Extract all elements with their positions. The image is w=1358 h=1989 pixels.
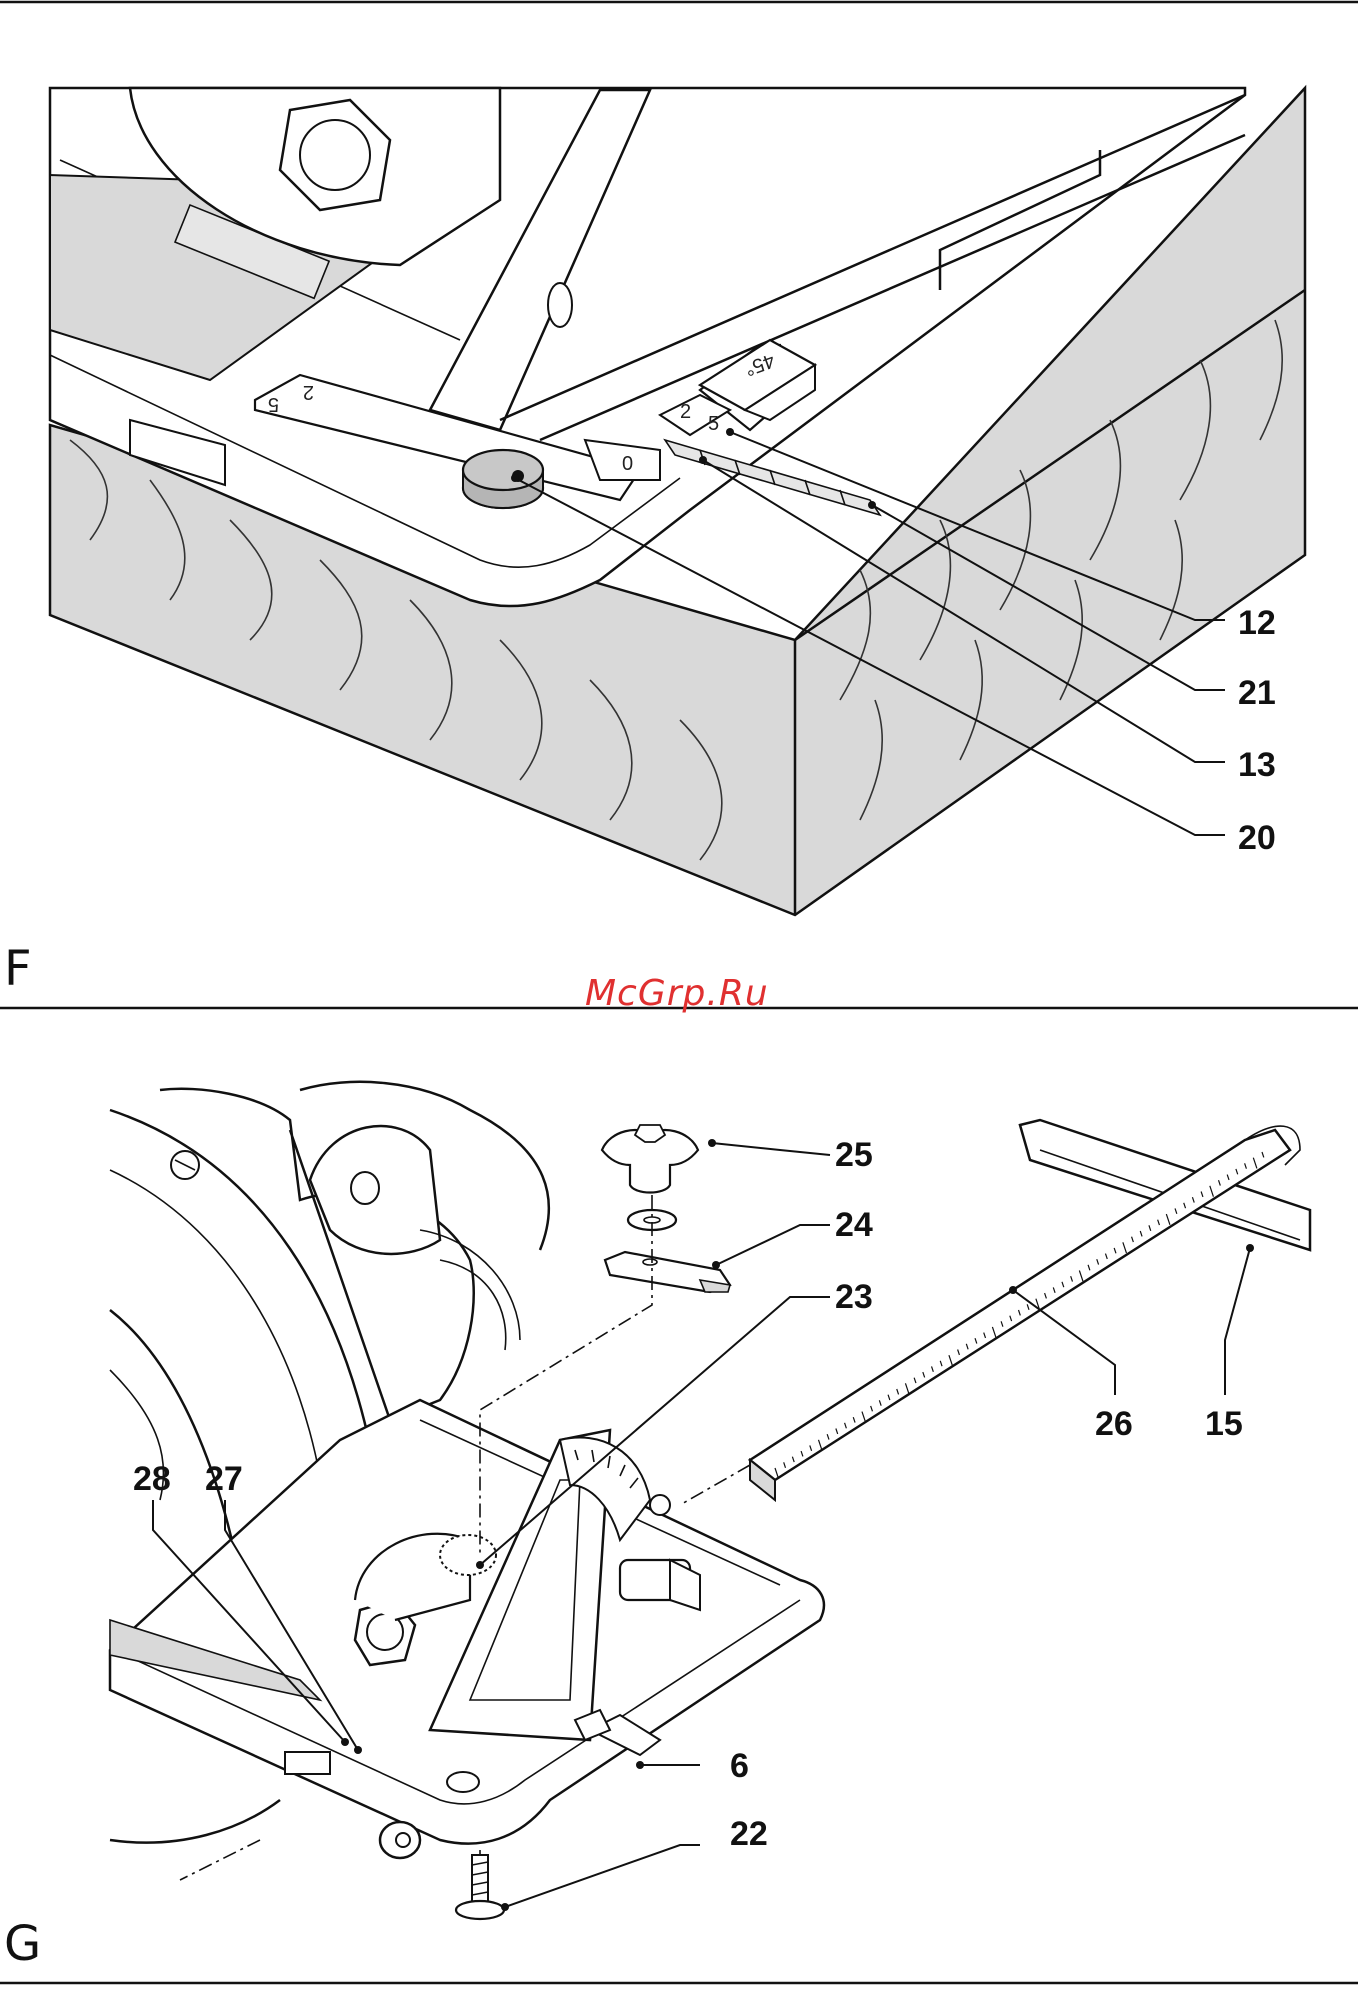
callout-6: 6	[730, 1747, 749, 1785]
figure-letter-g: G	[4, 1916, 41, 1972]
scale-mark-2-right: 2	[680, 401, 691, 423]
callout-24: 24	[835, 1206, 873, 1244]
scale-mark-5-left: 5	[268, 393, 279, 415]
callout-27: 27	[205, 1460, 243, 1498]
watermark: McGrp.Ru	[585, 973, 769, 1014]
callout-21: 21	[1238, 674, 1276, 712]
scale-mark-5-right: 5	[708, 413, 719, 435]
scale-mark-0: 0	[622, 453, 633, 475]
callout-23: 23	[835, 1278, 873, 1316]
callout-28: 28	[133, 1460, 171, 1498]
figure-letter-f: F	[4, 941, 32, 997]
callout-25: 25	[835, 1136, 873, 1174]
screw-icon	[456, 1855, 504, 1919]
callout-13: 13	[1238, 746, 1276, 784]
scale-mark-2-left: 2	[303, 381, 314, 403]
figure-g: 25 24 23 26 15 28 27 6 22 G	[4, 1082, 1310, 1972]
guide-ruler	[750, 1126, 1300, 1500]
guide-axis-line	[680, 1465, 750, 1505]
callout-15: 15	[1205, 1405, 1243, 1443]
callout-12: 12	[1238, 604, 1276, 642]
callout-26: 26	[1095, 1405, 1133, 1443]
callout-20: 20	[1238, 819, 1276, 857]
wing-nut-icon	[602, 1125, 698, 1193]
figure-f: 5 2 45° 0 5 2 12 21 13 20 F	[4, 88, 1305, 997]
clamp-plate-icon	[605, 1252, 730, 1292]
front-roller-icon	[380, 1822, 420, 1858]
callout-22: 22	[730, 1815, 768, 1853]
locking-knob-icon	[463, 450, 543, 508]
